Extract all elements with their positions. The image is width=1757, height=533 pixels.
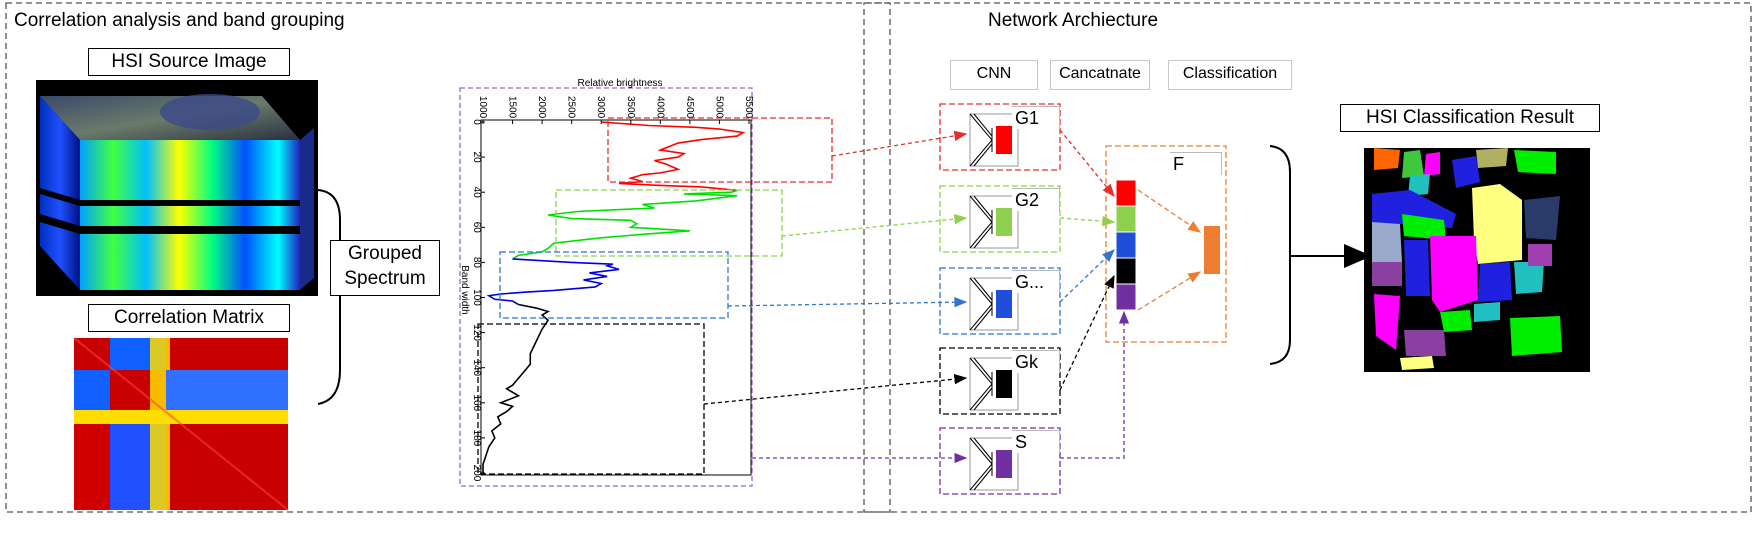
cnn-network-icon <box>969 437 1019 491</box>
cnn-feature-bar <box>996 126 1012 154</box>
y-tick-label: 200 <box>471 465 482 482</box>
x-tick-group: 1000 1500 2000 2500 3000 3500 4000 4500 5000 5500 <box>477 96 754 124</box>
cnn-group-label: G... <box>1012 270 1060 293</box>
arrow-g2-to-cnn <box>781 213 968 237</box>
arrow-cnn5-to-concat <box>1060 310 1130 459</box>
arrow-cnn1-to-concat <box>1059 129 1115 198</box>
arrow-concat-top <box>1137 189 1202 233</box>
x-tick-label: 1000 <box>477 96 488 119</box>
arrow-g1-to-cnn <box>831 130 968 157</box>
concat-segment <box>1115 283 1137 311</box>
x-tick-label: 5000 <box>713 96 724 119</box>
spectrum-outer-frame <box>459 87 753 487</box>
grouping-brace <box>317 189 341 405</box>
y-tick-label: 100 <box>471 289 482 306</box>
arrow-gk-to-cnn <box>703 373 968 405</box>
concat-segment <box>1115 179 1137 207</box>
arrow-g3-to-cnn <box>727 296 968 308</box>
cnn-network-icon <box>969 277 1019 331</box>
group-box-g2 <box>555 189 783 257</box>
cnn-network-icon <box>969 357 1019 411</box>
cnn-feature-bar <box>996 450 1012 478</box>
classification-header: Classification <box>1168 60 1292 90</box>
arrow-cnn3-to-concat <box>1059 249 1115 303</box>
hsi-cube-image <box>36 80 318 296</box>
right-section-title: Network Archiecture <box>988 10 1159 31</box>
cnn-network-icon <box>969 113 1019 167</box>
cnn-group-box <box>939 427 1061 495</box>
cnn-group-box <box>939 267 1061 335</box>
concat-stack <box>1115 179 1137 311</box>
concatenate-header: Cancatnate <box>1050 60 1150 90</box>
y-tick-label: 120 <box>471 324 482 341</box>
concat-segment <box>1115 257 1137 285</box>
x-tick-label: 3000 <box>595 96 606 119</box>
x-tick-label: 5500 <box>743 96 754 119</box>
spectrum-series-4 <box>482 303 551 473</box>
correlation-matrix-label: Correlation Matrix <box>88 304 290 332</box>
cnn-group-column <box>939 103 1061 495</box>
fused-feature-bar <box>1204 226 1220 274</box>
group-box-gk <box>477 323 705 475</box>
x-axis-label: Relative brightness <box>577 78 662 89</box>
arrow-cnn2-to-concat <box>1059 215 1116 227</box>
cnn-feature-bar <box>996 290 1012 318</box>
y-tick-label: 40 <box>471 187 482 199</box>
y-tick-label: 160 <box>471 394 482 411</box>
x-tick-label: 3500 <box>625 96 636 119</box>
left-section-border <box>5 2 891 513</box>
spectrum-series-2 <box>512 189 738 260</box>
spectrum-series-1 <box>601 121 746 192</box>
y-tick-label: 20 <box>471 152 482 164</box>
cnn-header: CNN <box>950 60 1038 90</box>
cnn-feature-bar <box>996 370 1012 398</box>
cnn-feature-bar <box>996 208 1012 236</box>
cnn-group-label: G1 <box>1012 106 1060 129</box>
spectrum-curves <box>482 121 746 473</box>
x-tick-label: 2500 <box>566 96 577 119</box>
y-axis-label: Band width <box>459 265 470 314</box>
grouped-spectrum-label: Grouped Spectrum <box>330 240 440 296</box>
group-box-g1 <box>607 117 833 183</box>
y-tick-label: 180 <box>471 430 482 447</box>
y-tick-label: 60 <box>471 222 482 234</box>
cnn-group-label: S <box>1012 430 1060 453</box>
x-tick-label: 2000 <box>536 96 547 119</box>
classification-brace <box>1269 145 1291 365</box>
y-tick-group: 0 20 40 60 80 100 120 140 160 180 200 <box>471 119 485 482</box>
cnn-group-label: G2 <box>1012 188 1060 211</box>
arrow-concat-bottom <box>1137 271 1202 311</box>
arrow-cnn4-to-concat <box>1059 274 1115 391</box>
concat-segment <box>1115 231 1137 259</box>
y-tick-label: 80 <box>471 257 482 269</box>
concat-segment <box>1115 205 1137 233</box>
correlation-matrix-image <box>73 337 289 511</box>
fused-label: F <box>1170 152 1222 175</box>
right-section-border <box>863 2 1752 513</box>
classification-map-image <box>1364 148 1590 372</box>
hsi-result-label: HSI Classification Result <box>1340 104 1600 132</box>
spectrum-series-3 <box>486 258 620 306</box>
y-tick-label: 0 <box>471 119 482 125</box>
y-tick-label: 140 <box>471 359 482 376</box>
group-box-g3 <box>499 251 729 319</box>
x-tick-label: 4500 <box>684 96 695 119</box>
cnn-group-box <box>939 103 1061 171</box>
cnn-network-icon <box>969 195 1019 249</box>
left-section-title: Correlation analysis and band grouping <box>14 10 345 31</box>
cnn-group-box <box>939 347 1061 415</box>
concat-box <box>1105 145 1227 343</box>
cnn-group-label: Gk <box>1012 350 1060 373</box>
spectrum-plot-area <box>480 119 752 476</box>
hsi-source-label: HSI Source Image <box>88 48 290 76</box>
cnn-group-box <box>939 185 1061 253</box>
x-tick-label: 4000 <box>654 96 665 119</box>
x-tick-label: 1500 <box>507 96 518 119</box>
